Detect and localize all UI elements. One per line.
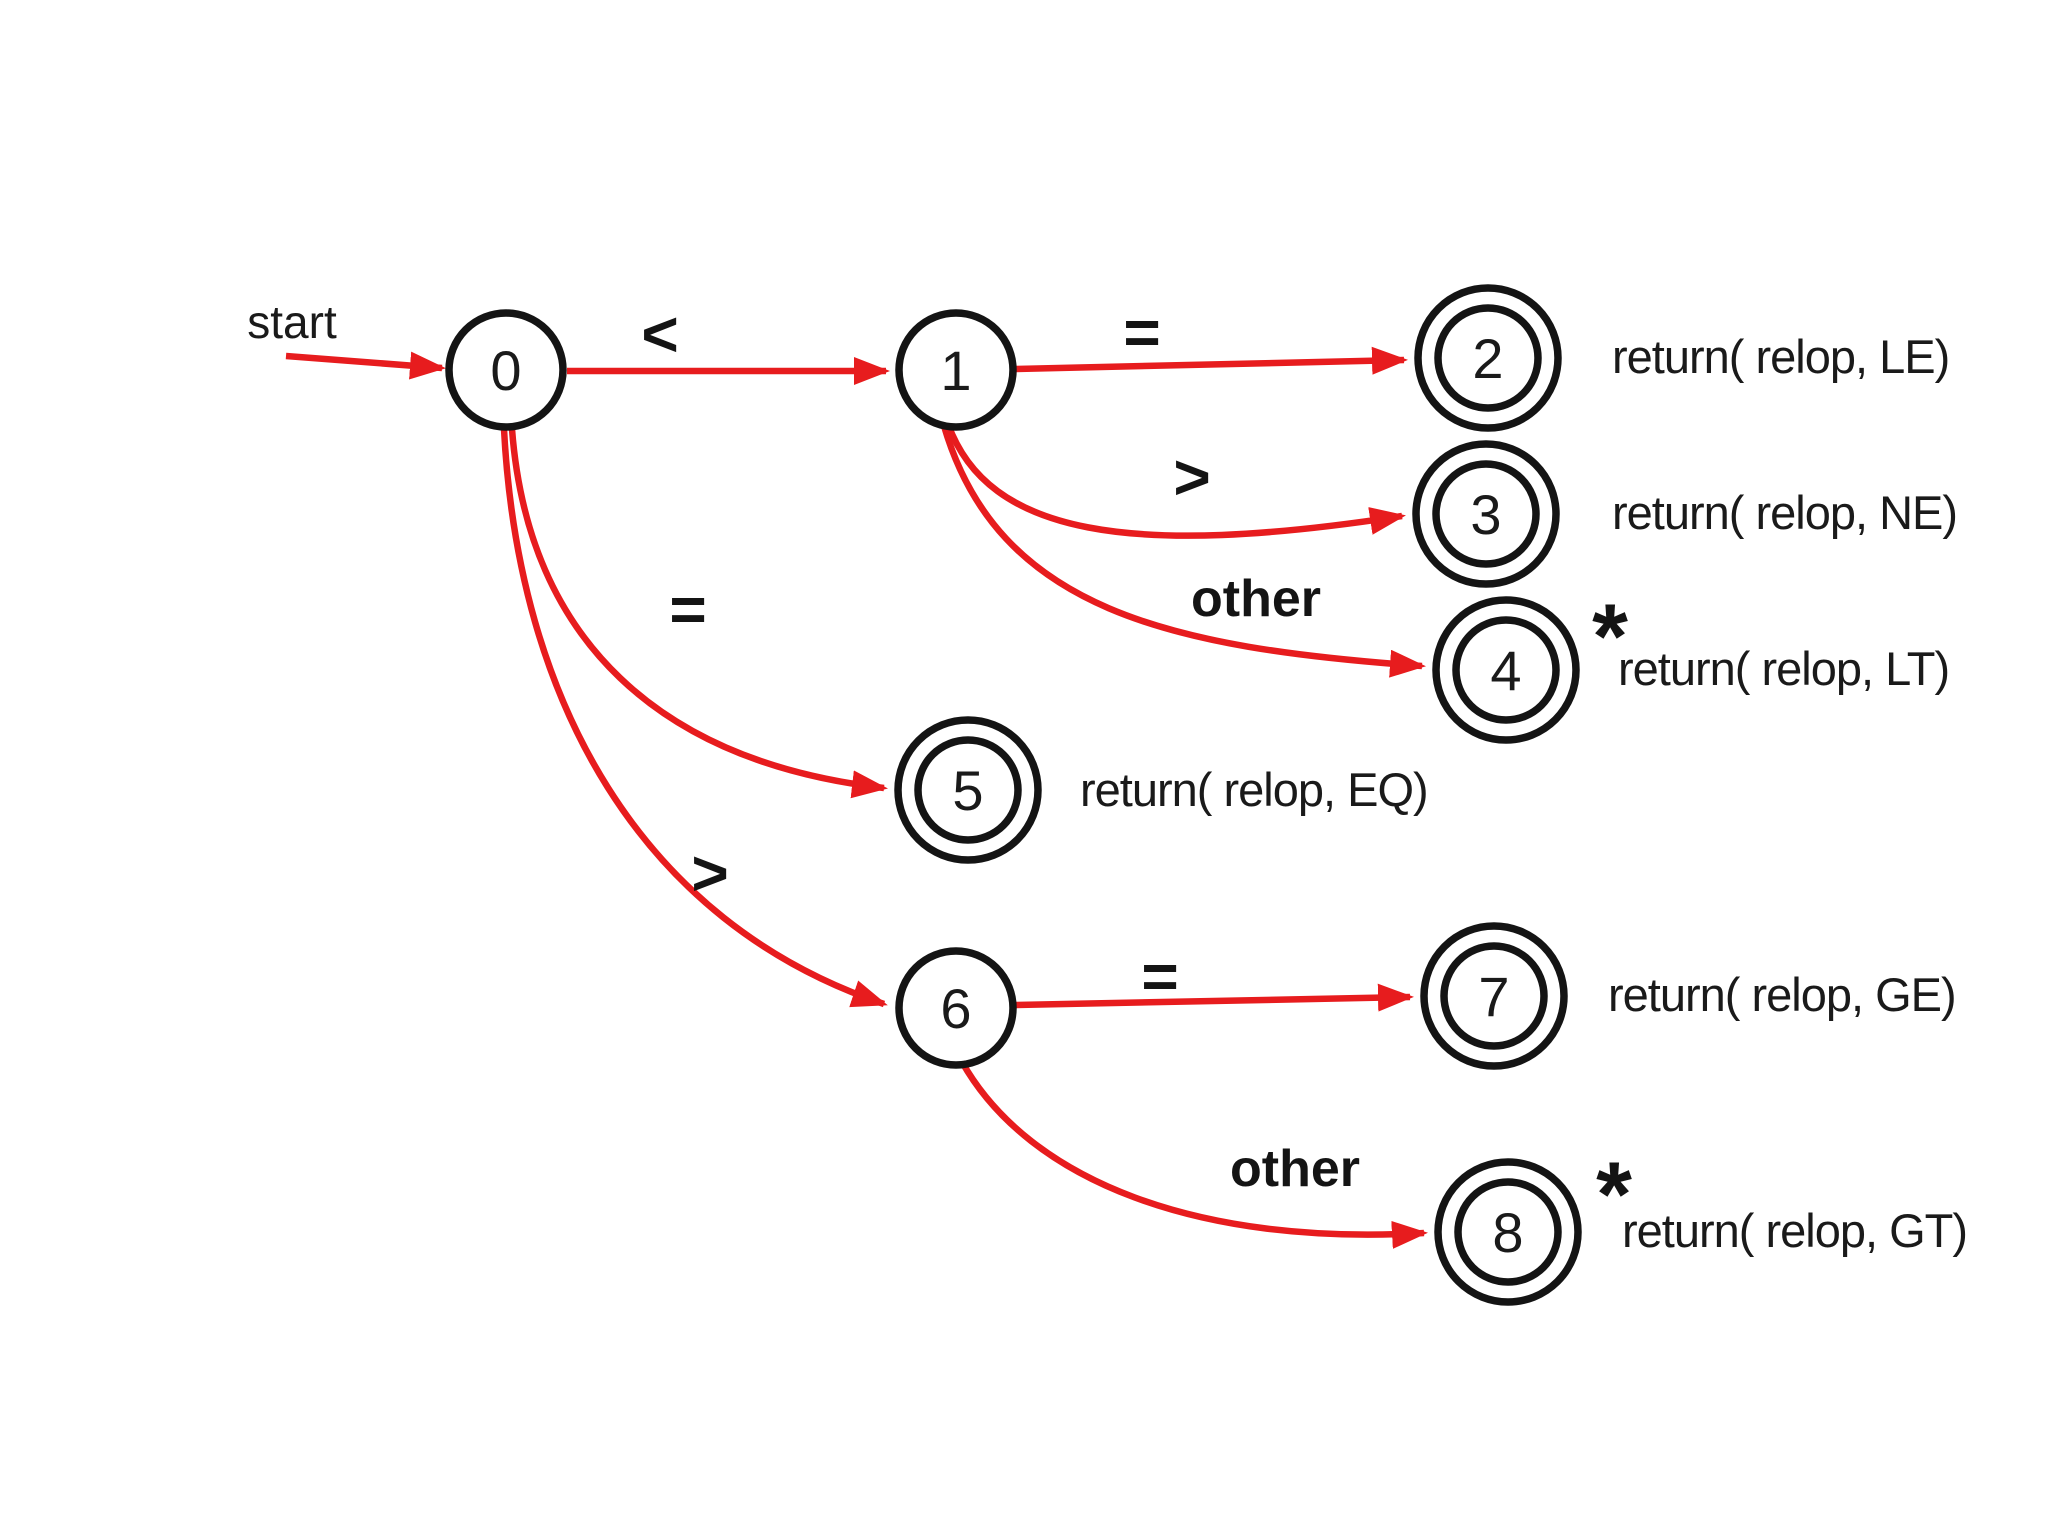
retract-star-state-4: * [1592, 586, 1628, 688]
state-2-inner-circle [1434, 304, 1542, 412]
state-3-label: 3 [1470, 483, 1501, 546]
edge-6-8 [959, 1060, 1428, 1249]
state-3-outer-circle [1412, 440, 1560, 588]
return-action-state-2: return( relop, LE) [1612, 330, 1949, 383]
return-action-state-7: return( relop, GE) [1608, 968, 1956, 1021]
state-5-label: 5 [952, 759, 983, 822]
retract-star-state-8: * [1596, 1144, 1632, 1246]
edge-1-4-label: other [1191, 570, 1321, 628]
state-8-label: 8 [1492, 1201, 1523, 1264]
edge-1-3-label: > [1173, 441, 1210, 513]
state-0-circle [445, 309, 567, 431]
edge-0-1-label: < [641, 298, 678, 370]
state-0-label: 0 [490, 339, 521, 402]
edge-1-2-label: = [1123, 296, 1160, 368]
return-action-state-4: return( relop, LT) [1618, 642, 1949, 695]
state-3-inner-circle [1432, 460, 1540, 568]
edge-0-6-label: > [691, 837, 728, 909]
state-8-inner-circle [1454, 1178, 1562, 1286]
state-4-outer-circle [1432, 596, 1580, 744]
state-8-outer-circle [1434, 1158, 1582, 1306]
edge-0-5 [508, 428, 888, 799]
edge-6-7-label: = [1141, 940, 1178, 1012]
edge-0-5-label: = [669, 573, 706, 645]
return-action-state-8: return( relop, GT) [1622, 1204, 1967, 1257]
state-7-label: 7 [1478, 965, 1509, 1028]
edge-6-7 [1015, 983, 1414, 1012]
return-action-state-3: return( relop, NE) [1612, 486, 1957, 539]
return-action-state-5: return( relop, EQ) [1080, 763, 1428, 816]
state-7-outer-circle [1420, 922, 1568, 1070]
edge-1-3 [944, 422, 1406, 539]
start-label: start [247, 296, 337, 348]
state-5-outer-circle [894, 716, 1042, 864]
state-7-inner-circle [1440, 942, 1548, 1050]
start-arrow [285, 351, 446, 380]
edge-1-4 [940, 425, 1426, 678]
state-4-inner-circle [1452, 616, 1560, 724]
state-2-outer-circle [1414, 284, 1562, 432]
state-1-label: 1 [940, 339, 971, 402]
state-6-label: 6 [940, 977, 971, 1040]
edge-0-6 [500, 428, 888, 1008]
state-4-label: 4 [1490, 639, 1521, 702]
state-1-circle [895, 309, 1017, 431]
state-2-label: 2 [1472, 327, 1503, 390]
edge-1-2 [1015, 346, 1408, 375]
state-6-circle [895, 947, 1017, 1069]
state-5-inner-circle [914, 736, 1022, 844]
edge-6-8-label: other [1230, 1140, 1360, 1198]
